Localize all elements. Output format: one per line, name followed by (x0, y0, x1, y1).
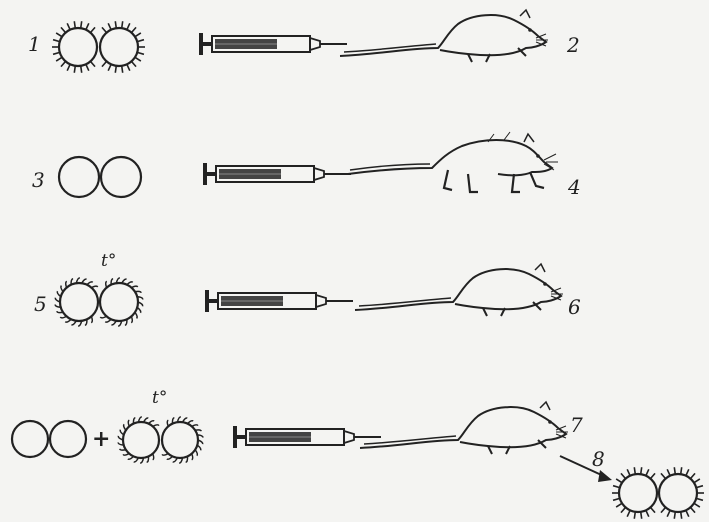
row-2 (59, 132, 558, 197)
syringe-2 (203, 163, 351, 185)
rat-6-dead (355, 264, 563, 316)
noncapsulated-bacteria-mix (12, 421, 86, 457)
plus-sign: + (92, 428, 110, 450)
rat-7-dead (360, 402, 568, 454)
syringe-4 (233, 426, 381, 448)
label-4: 4 (568, 177, 581, 197)
row-1 (52, 10, 548, 73)
arrow-8-head (598, 470, 612, 482)
label-1: 1 (28, 34, 41, 54)
label-7: 7 (570, 415, 583, 435)
label-2: 2 (567, 35, 580, 55)
capsulated-bacteria-1 (52, 21, 145, 72)
noncapsulated-bacteria-3 (59, 157, 141, 197)
label-6: 6 (568, 297, 581, 317)
label-t-row4: t° (152, 390, 167, 407)
label-5: 5 (34, 294, 47, 314)
label-3: 3 (32, 170, 45, 190)
syringe-1 (199, 33, 347, 55)
heat-killed-bacteria-5 (55, 278, 143, 326)
rat-2-dead (340, 10, 548, 62)
row-3 (55, 264, 563, 326)
rat-4-alive (348, 132, 558, 192)
label-t-row3: t° (101, 253, 116, 270)
recovered-capsulated-bacteria (612, 467, 704, 518)
syringe-3 (205, 290, 353, 312)
label-8: 8 (592, 449, 605, 469)
heat-killed-bacteria-mix (118, 417, 203, 463)
